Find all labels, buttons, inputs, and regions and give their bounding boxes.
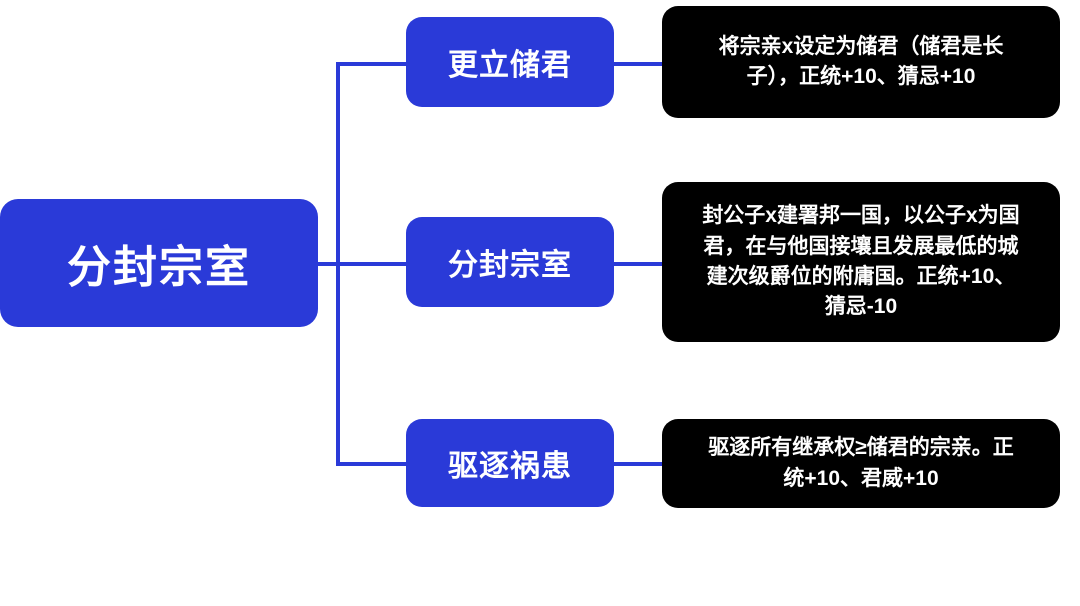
branch-node-1[interactable]: 更立储君 — [406, 17, 614, 107]
description-node-1-text: 将宗亲x设定为储君（储君是长 子），正统+10、猜忌+10 — [719, 32, 1004, 93]
connector-root-stub — [316, 262, 340, 266]
connector-desc-1 — [613, 62, 665, 66]
connector-branch-3 — [336, 462, 408, 466]
connector-desc-2 — [613, 262, 665, 266]
root-node-label: 分封宗室 — [67, 243, 251, 292]
branch-node-3-label: 驱逐祸患 — [448, 450, 572, 483]
description-node-2-line-4: 猜忌-10 — [824, 295, 898, 319]
description-node-1-line-2: 子），正统+10、猜忌+10 — [746, 65, 976, 88]
description-node-2[interactable]: 封公子x建署邦一国，以公子x为国 君，在与他国接壤且发展最低的城 建次级爵位的附… — [662, 182, 1060, 342]
connector-branch-2 — [336, 262, 408, 266]
description-node-2-line-2: 君，在与他国接壤且发展最低的城 — [703, 234, 1019, 258]
description-node-1[interactable]: 将宗亲x设定为储君（储君是长 子），正统+10、猜忌+10 — [662, 6, 1060, 118]
connector-desc-3 — [613, 462, 665, 466]
description-node-3[interactable]: 驱逐所有继承权≥储君的宗亲。正 统+10、君威+10 — [662, 419, 1060, 508]
description-node-3-line-2: 统+10、君威+10 — [783, 466, 939, 490]
connector-branch-1 — [336, 62, 408, 66]
description-node-2-line-1: 封公子x建署邦一国，以公子x为国 — [702, 204, 1020, 228]
branch-node-3[interactable]: 驱逐祸患 — [406, 419, 614, 507]
description-node-2-line-3: 建次级爵位的附庸国。正统+10、 — [706, 265, 1016, 288]
branch-node-1-label: 更立储君 — [448, 49, 572, 82]
description-node-3-text: 驱逐所有继承权≥储君的宗亲。正 统+10、君威+10 — [708, 433, 1014, 494]
branch-node-2-label: 分封宗室 — [448, 249, 572, 282]
description-node-1-line-1: 将宗亲x设定为储君（储君是长 — [718, 34, 1004, 58]
branch-node-2[interactable]: 分封宗室 — [406, 217, 614, 307]
description-node-3-line-1: 驱逐所有继承权≥储君的宗亲。正 — [708, 436, 1014, 460]
root-node[interactable]: 分封宗室 — [0, 199, 318, 327]
description-node-2-text: 封公子x建署邦一国，以公子x为国 君，在与他国接壤且发展最低的城 建次级爵位的附… — [702, 201, 1019, 323]
